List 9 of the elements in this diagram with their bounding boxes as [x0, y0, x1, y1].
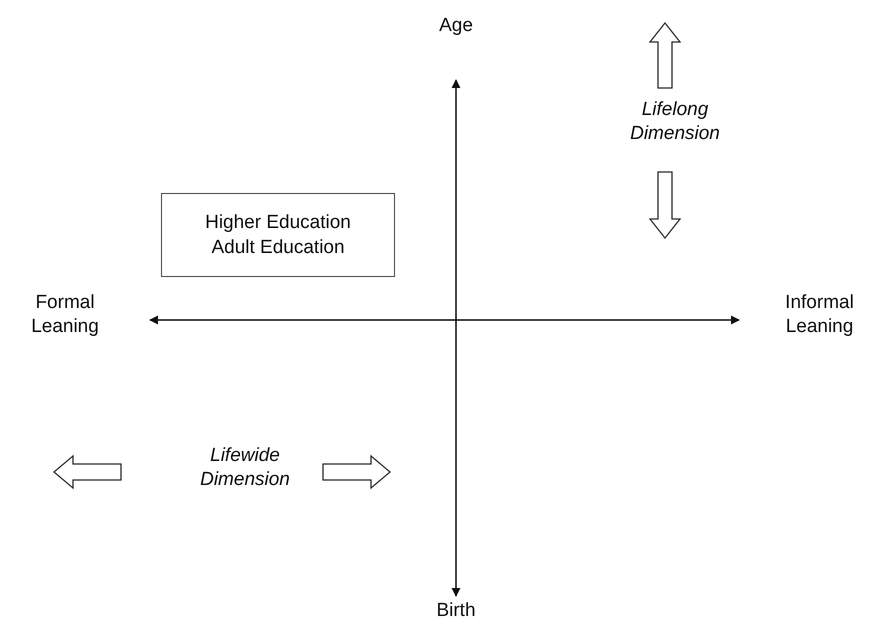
- dimension-label: Lifelong Dimension: [629, 98, 721, 146]
- axis-label: Formal Leaning: [30, 291, 100, 339]
- axis-label: Age: [438, 14, 474, 38]
- category-box: [161, 193, 395, 277]
- dimension-label: Lifewide Dimension: [199, 444, 291, 492]
- category-text: Adult Education: [211, 236, 345, 260]
- axis-label: Birth: [435, 599, 477, 623]
- axis-label: Informal Leaning: [784, 291, 855, 339]
- category-text: Higher Education: [205, 211, 351, 235]
